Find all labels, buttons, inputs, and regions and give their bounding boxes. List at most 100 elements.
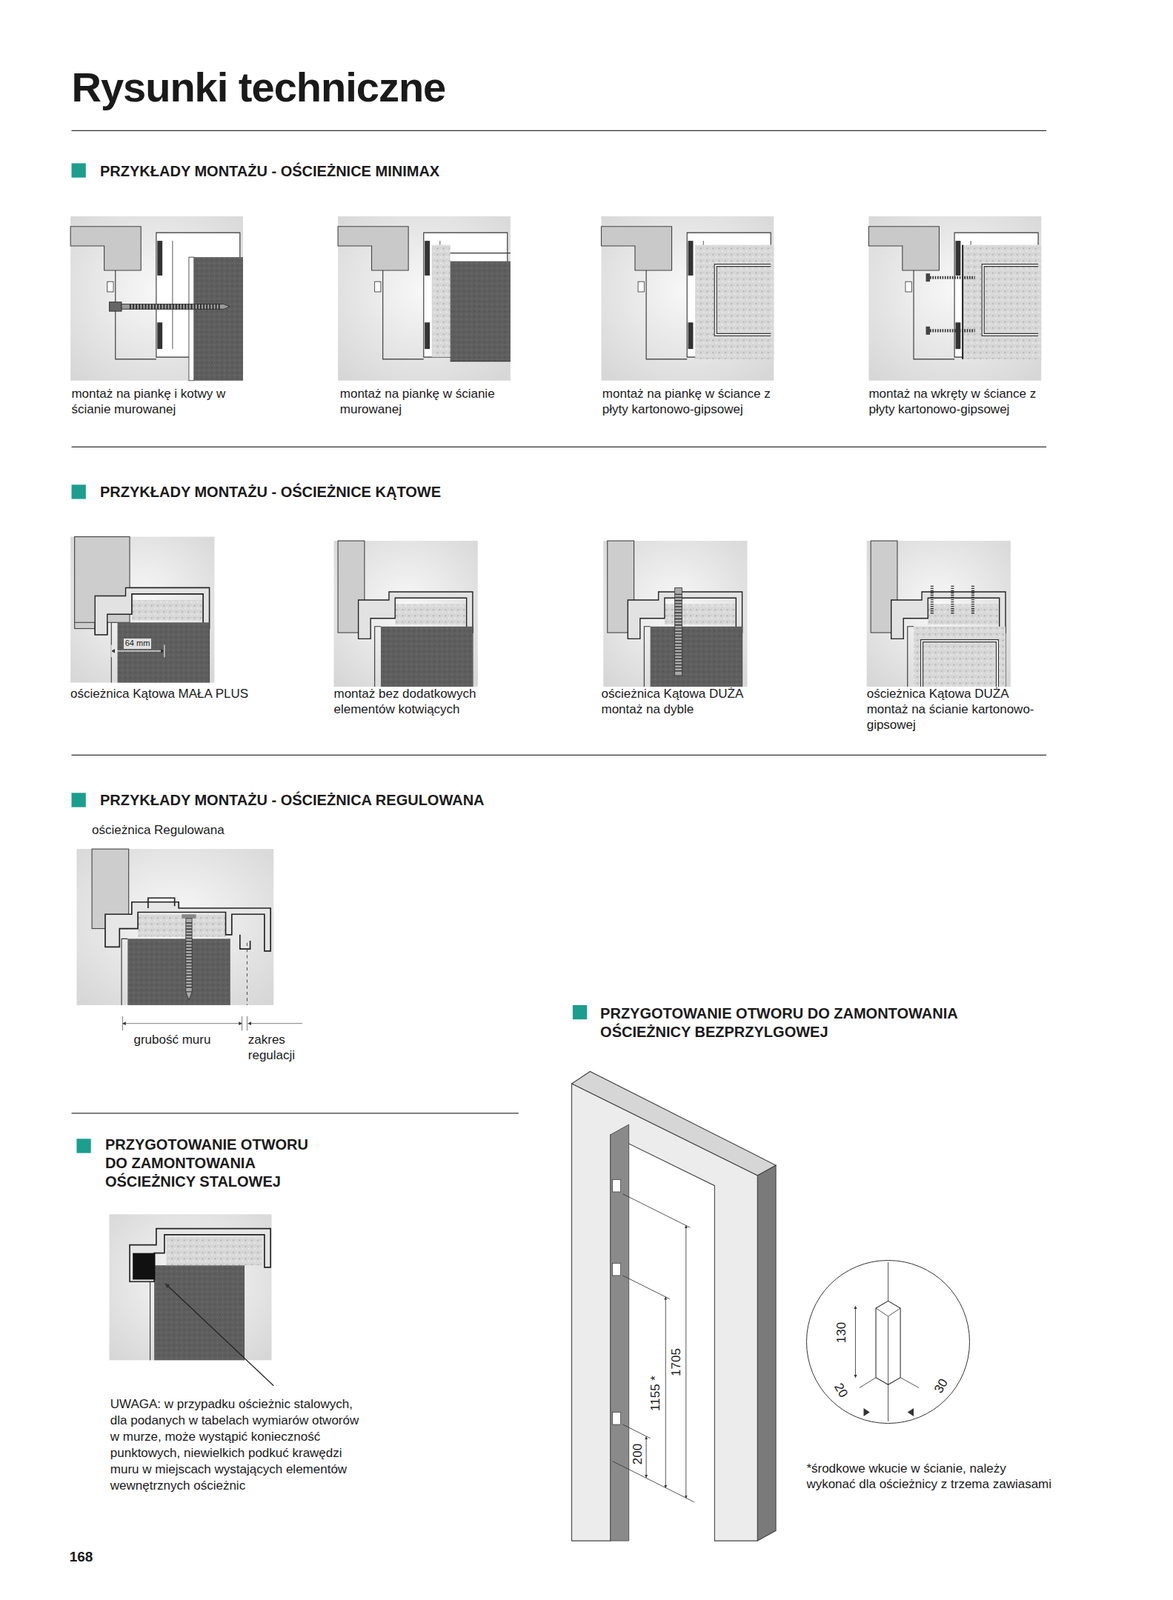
minimax-anchor-drawing	[70, 216, 244, 381]
wall-opening-drawing	[572, 1071, 777, 1542]
dimension-label: zakres regulacji	[248, 1032, 319, 1065]
minimax-screw-drawing	[929, 329, 976, 332]
dimension-label: 130	[834, 1322, 847, 1344]
minimax-anchor-drawing	[70, 216, 244, 381]
section-heading: PRZYKŁADY MONTAŻU - OŚCIEŻNICA REGULOWAN…	[100, 791, 634, 810]
dimension-label: 20	[832, 1381, 850, 1401]
angle-frame-small-drawing	[111, 650, 165, 652]
adjustable-frame-drawing	[137, 914, 226, 937]
wall-opening-drawing	[665, 1297, 667, 1489]
minimax-anchor-drawing	[121, 304, 230, 310]
minimax-screw-drawing	[983, 265, 1039, 335]
minimax-drywall-drawing	[715, 265, 771, 335]
footnote: *środkowe wkucie w ścianie, należy wykon…	[806, 1461, 1055, 1494]
leader-line	[165, 1284, 274, 1387]
note-text: UWAGA: w przypadku ościeżnic stalowych, …	[110, 1396, 367, 1496]
rules	[71, 130, 1048, 1114]
rules	[71, 755, 1048, 756]
dimension-label: 30	[932, 1376, 950, 1396]
wall-opening-drawing	[757, 1165, 776, 1542]
minimax-anchor-drawing	[194, 257, 244, 381]
angle-frame-drywall-drawing	[921, 640, 998, 687]
steel-frame-drawing	[108, 1214, 272, 1361]
angle-frame-dowel-drawing	[603, 540, 747, 687]
angle-frame-drywall-drawing	[932, 586, 973, 616]
caption: montaż na piankę w ścianie murowanej	[340, 386, 526, 418]
angle-frame-small-drawing	[70, 537, 215, 684]
wall-opening-drawing	[685, 1225, 687, 1499]
angle-frame-drywall-drawing	[866, 540, 1011, 687]
angle-frame-dowel-drawing	[675, 594, 683, 673]
recess-detail	[855, 1262, 919, 1422]
section-marker	[71, 792, 86, 807]
recess-detail	[875, 1308, 901, 1385]
adjustable-frame-drawing	[246, 943, 248, 1006]
wall-opening-drawing	[612, 1194, 695, 1503]
rules	[71, 446, 1048, 448]
minimax-drywall-drawing	[695, 245, 774, 360]
section-marker	[71, 163, 86, 178]
section-marker	[572, 1005, 587, 1020]
angle-frame-drawing	[380, 626, 473, 687]
page-number: 168	[69, 1548, 94, 1567]
minimax-foam-drawing	[450, 261, 511, 362]
angle-frame-drywall-drawing	[913, 626, 1006, 687]
adjustable-frame-drawing	[76, 849, 274, 1006]
adjustable-frame-drawing	[185, 922, 192, 990]
wall-opening-drawing	[610, 1124, 630, 1542]
angle-frame-drywall-drawing	[866, 540, 1011, 687]
dimension-line	[248, 1023, 303, 1025]
angle-frame-drawing	[334, 540, 478, 687]
wall-opening-drawing	[646, 1437, 647, 1479]
recess-detail	[875, 1301, 901, 1385]
caption: montaż na wkręty w ściance z płyty karto…	[868, 386, 1054, 418]
wall-opening-drawing	[612, 1179, 621, 1193]
adjustable-frame-drawing	[127, 938, 230, 1006]
rules	[71, 1112, 519, 1114]
section-heading: PRZYKŁADY MONTAŻU - OŚCIEŻNICE MINIMAX	[100, 162, 634, 181]
recess-detail	[855, 1306, 856, 1378]
minimax-screw-drawing	[961, 245, 964, 360]
dimension-label: 64 mm	[123, 638, 152, 650]
adjustable-frame-drawing	[148, 898, 175, 909]
wall-opening-drawing	[612, 1263, 621, 1276]
minimax-screw-drawing	[983, 265, 1039, 335]
dimension-line	[122, 1016, 247, 1031]
dimension-label: 200	[630, 1444, 644, 1465]
minimax-foam-drawing	[450, 253, 511, 362]
angle-frame-small-drawing	[70, 537, 215, 684]
recess-detail	[859, 1378, 919, 1389]
adjustable-frame-drawing	[181, 914, 196, 919]
adjustable-frame-drawing	[76, 849, 274, 1006]
minimax-screw-drawing	[962, 245, 1042, 360]
dimension-label: grubość muru	[133, 1032, 211, 1048]
adjustable-frame-drawing	[121, 938, 230, 1006]
adjustable-frame-drawing	[185, 992, 192, 1001]
minimax-drywall-drawing	[600, 216, 774, 381]
dimension-line	[122, 1016, 302, 1031]
angle-frame-drywall-drawing	[921, 640, 998, 687]
minimax-screw-drawing	[868, 216, 1042, 381]
rules	[71, 130, 1048, 132]
caption: ościeżnica Kątowa DUŻA montaż na ścianie…	[866, 686, 1038, 734]
wall-opening-drawing	[572, 1084, 759, 1542]
wall-opening-drawing	[612, 1413, 621, 1426]
section-marker	[76, 1138, 91, 1153]
caption: ościeżnica Kątowa MAŁA PLUS	[70, 686, 249, 702]
caption: ościeżnica Regulowana	[91, 822, 315, 839]
caption: montaż na piankę i kotwy w ścianie murow…	[71, 386, 257, 418]
angle-frame-drawing	[334, 540, 478, 687]
caption: montaż na piankę w ściance z płyty karto…	[602, 386, 788, 418]
steel-frame-drawing	[166, 1237, 263, 1267]
minimax-screw-drawing	[926, 273, 931, 282]
section-heading: PRZYGOTOWANIE OTWORU DO ZAMONTOWANIA OŚC…	[105, 1135, 328, 1192]
steel-frame-drawing	[129, 1229, 271, 1283]
minimax-anchor-drawing	[188, 257, 195, 381]
page-title: Rysunki techniczne	[71, 61, 446, 114]
minimax-drywall-drawing	[600, 216, 774, 381]
minimax-anchor-drawing	[129, 304, 222, 310]
adjustable-frame-drawing	[240, 935, 251, 950]
caption: ościeżnica Kątowa DUŻA montaż na dyble	[600, 686, 779, 719]
recess-detail	[864, 1408, 915, 1417]
